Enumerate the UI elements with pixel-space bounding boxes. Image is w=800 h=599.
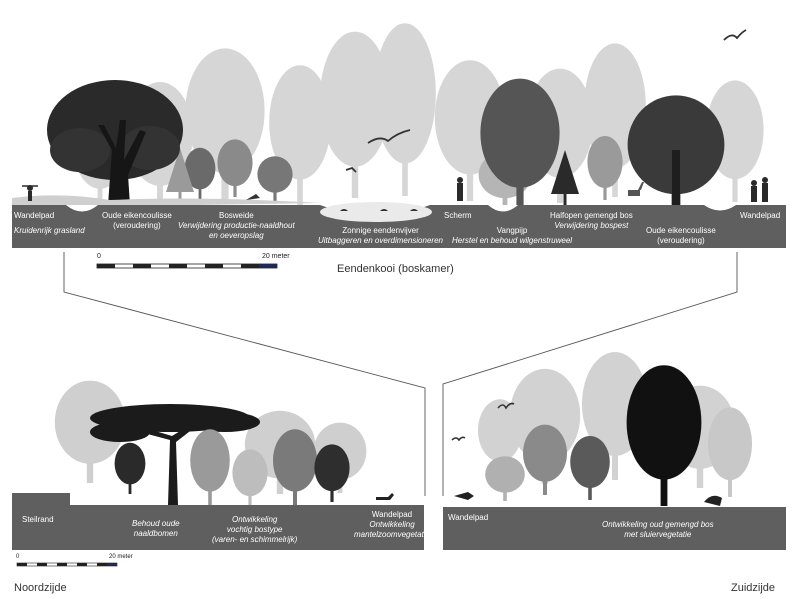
- top-scale-start: 0: [97, 253, 101, 260]
- left-label-vochtig-bostype: Ontwikkeling vochtig bostype (varen- en …: [212, 515, 297, 545]
- side-label-noordzijde: Noordzijde: [14, 582, 67, 594]
- top-label-wandelpad-left: Wandelpad Kruidenrijk grasland: [14, 211, 85, 236]
- right-label-oud-gemengd-bos: Ontwikkeling oud gemengd bos met sluierv…: [602, 520, 714, 540]
- top-section-title: Eendenkooi (boskamer): [337, 263, 454, 275]
- left-scale-start: 0: [16, 554, 19, 560]
- top-scale-end: 20 meter: [262, 253, 290, 260]
- side-label-zuidzijde: Zuidzijde: [731, 582, 775, 594]
- top-label-wandelpad-right: Wandelpad: [740, 211, 780, 221]
- left-scale-end: 20 meter: [109, 554, 133, 560]
- top-oak-right: [628, 95, 725, 217]
- top-label-halfopen-bos: Halfopen gemengd bos Verwijdering bospes…: [550, 211, 633, 231]
- left-label-steilrand: Steilrand: [22, 515, 54, 525]
- left-scale-bar: [17, 563, 117, 566]
- right-label-wandelpad: Wandelpad: [448, 513, 488, 523]
- left-label-naaldbomen: Behoud oude naaldbomen: [132, 519, 180, 539]
- top-label-oude-eikencoulisse-right: Oude eikencoulisse (veroudering): [646, 226, 716, 246]
- top-label-scherm: Scherm: [444, 211, 472, 221]
- top-label-oude-eikencoulisse-left: Oude eikencoulisse (veroudering): [102, 211, 172, 231]
- left-label-wandelpad: Wandelpad Ontwikkeling mantelzoomvegetat…: [354, 510, 430, 540]
- top-label-bosweide: Bosweide Verwijdering productie-naaldhou…: [178, 211, 295, 241]
- left-umbrella-pine: [90, 404, 260, 505]
- top-scale-bar: [97, 264, 277, 268]
- top-label-eendenvijver: Zonnige eendenvijver Uitbaggeren en over…: [318, 226, 443, 246]
